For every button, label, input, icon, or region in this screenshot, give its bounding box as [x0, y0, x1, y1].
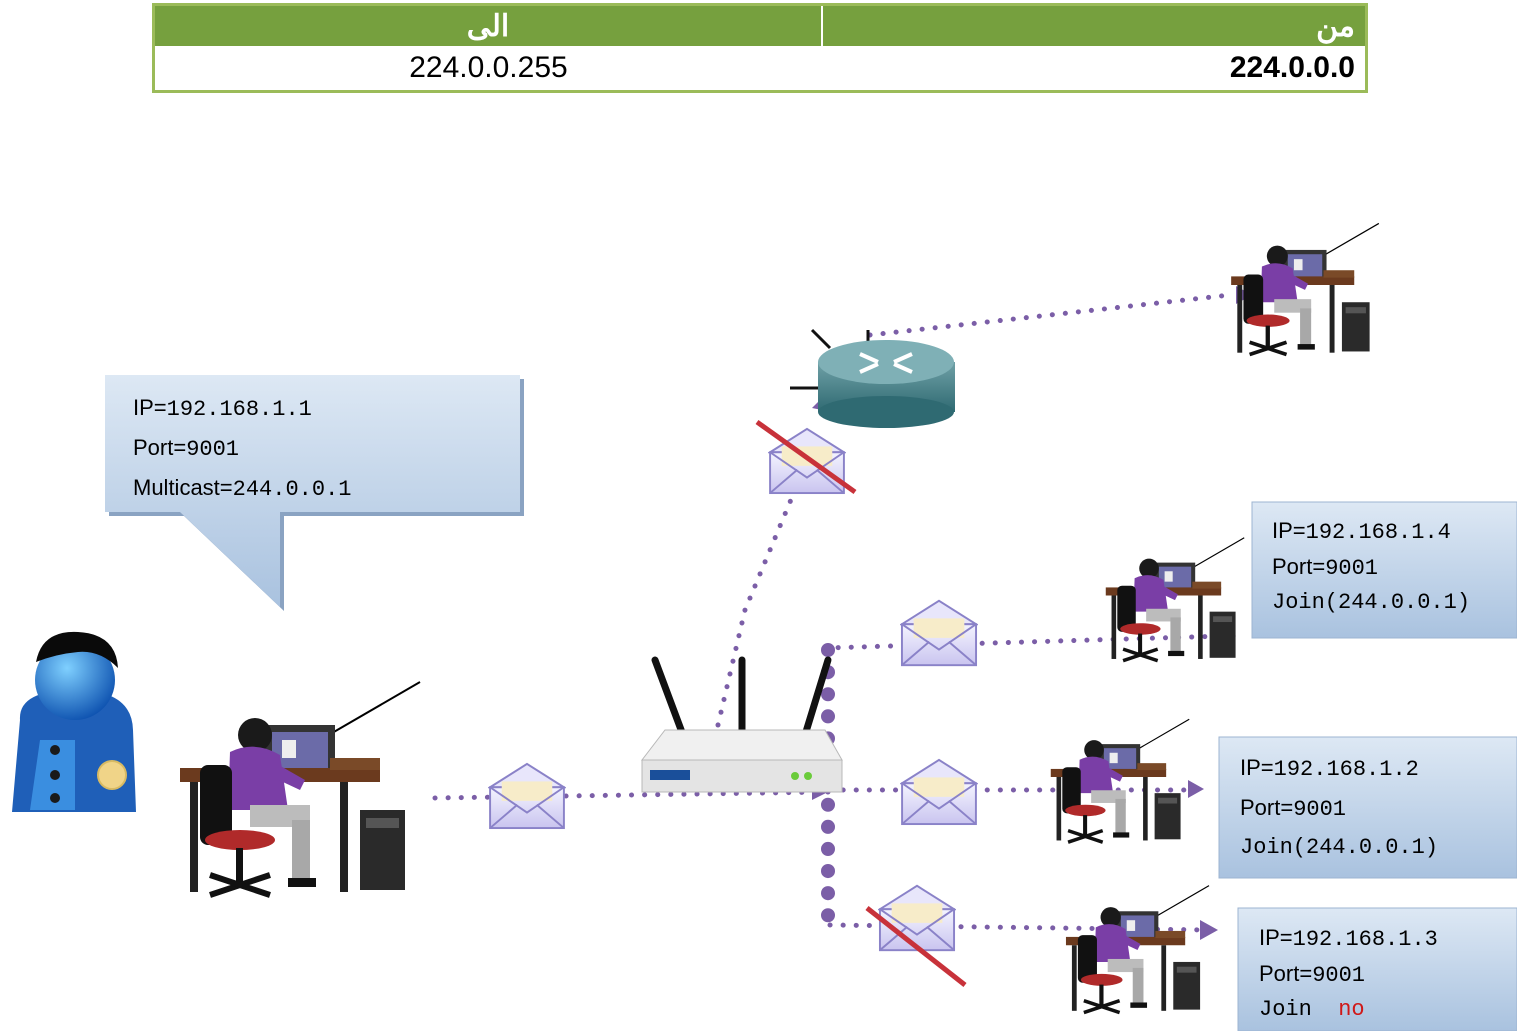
multicast-range-table: الى من 224.0.0.255 224.0.0.0	[152, 3, 1368, 93]
sender-port-label: Port=	[133, 435, 187, 460]
remote-workstation	[1231, 223, 1379, 354]
path-router-to-remote	[867, 292, 1233, 338]
sender-multicast-label: Multicast=	[133, 475, 233, 500]
host3-join-status: no	[1338, 997, 1365, 1022]
host3-ip: 192.168.1.3	[1292, 927, 1438, 952]
sender-ip: 192.168.1.1	[166, 397, 312, 422]
header-to: الى	[153, 4, 822, 46]
host2-callout	[1218, 736, 1517, 879]
host2-port: 9001	[1293, 797, 1347, 822]
host4-ip: 192.168.1.4	[1305, 520, 1451, 545]
host2-port-label: Port=	[1240, 795, 1294, 820]
envelope-host3	[878, 884, 956, 952]
host4-ip-label: IP=	[1272, 518, 1306, 543]
value-from: 224.0.0.0	[821, 46, 1367, 92]
host4-join: Join(244.0.0.1)	[1272, 590, 1471, 615]
host4-port-label: Port=	[1272, 554, 1326, 579]
sender-callout	[105, 375, 524, 611]
wireless-switch-icon	[640, 656, 843, 793]
arrow-host2-in	[1188, 780, 1204, 798]
envelope-host4	[900, 599, 978, 667]
value-to: 224.0.0.255	[153, 46, 822, 92]
blocked-router-mark	[755, 419, 857, 495]
host2-info: IP=192.168.1.2 Port=9001 Join(244.0.0.1)	[1240, 749, 1438, 867]
header-from: من	[820, 4, 1367, 46]
host4-port: 9001	[1325, 556, 1379, 581]
host3-ip-label: IP=	[1259, 925, 1293, 950]
host3-callout	[1237, 907, 1517, 1031]
sender-multicast: 244.0.0.1	[232, 477, 352, 502]
envelope-sender	[489, 762, 565, 830]
host2-join: Join(244.0.0.1)	[1240, 835, 1439, 860]
host3-workstation	[1066, 886, 1209, 1013]
sender-ip-label: IP=	[133, 395, 167, 420]
host4-workstation	[1106, 538, 1244, 661]
host3-join: Join	[1259, 997, 1312, 1022]
host2-ip-label: IP=	[1240, 755, 1274, 780]
user-avatar-icon	[12, 631, 136, 812]
arrow-host3-in	[1200, 920, 1218, 940]
host3-info: IP=192.168.1.3 Port=9001 Join no	[1259, 921, 1438, 1027]
host3-port: 9001	[1312, 963, 1366, 988]
path-switch-to-host4	[822, 633, 1228, 651]
blocked-host3-mark	[865, 906, 967, 987]
sender-port: 9001	[186, 437, 240, 462]
path-switch-to-router	[715, 487, 798, 728]
host4-callout	[1251, 501, 1517, 639]
host4-info: IP=192.168.1.4 Port=9001 Join(244.0.0.1)	[1272, 514, 1470, 620]
host2-ip: 192.168.1.2	[1273, 757, 1419, 782]
host2-workstation	[1051, 719, 1189, 842]
sender-info: IP=192.168.1.1 Port=9001 Multicast=244.0…	[133, 389, 351, 509]
router-icon	[790, 328, 955, 428]
sender-workstation	[180, 682, 420, 895]
host3-port-label: Port=	[1259, 961, 1313, 986]
envelope-host2	[901, 758, 977, 826]
